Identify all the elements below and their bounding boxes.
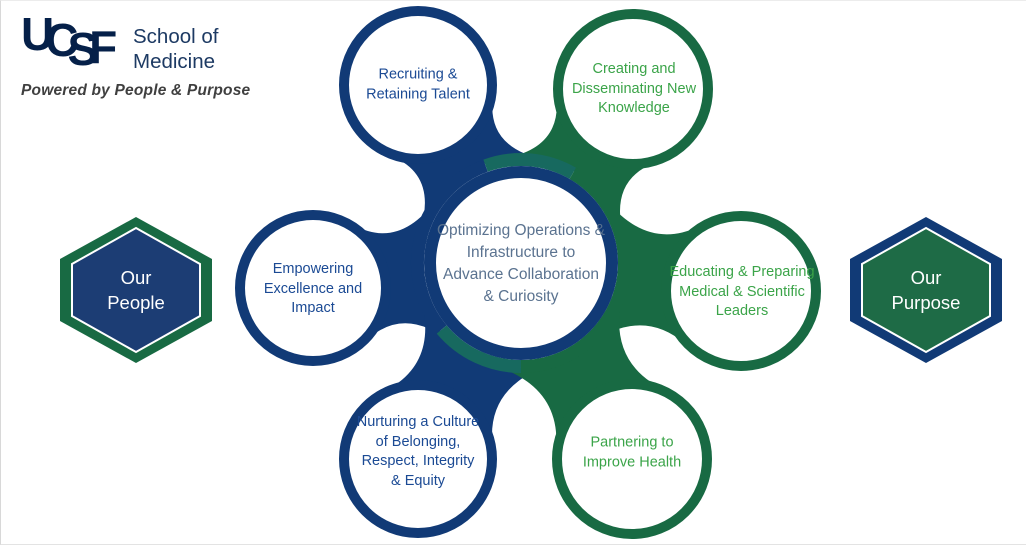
hexagon-label-our-purpose: Our Purpose <box>891 267 961 313</box>
circle-label-nurturing: Nurturing a Culture of Belonging, Respec… <box>356 414 480 489</box>
circle-creating <box>553 9 713 169</box>
circle-label-partnering: Partnering to Improve Health <box>582 434 682 471</box>
ucsf-logo: UCSF School of Medicine Powered by Peopl… <box>21 11 341 111</box>
hexagon-label-our-people: Our People <box>107 267 165 313</box>
circle-label-educating: Educating & Preparing Medical & Scientif… <box>669 263 815 319</box>
center-band-left <box>411 159 488 334</box>
circle-recruiting <box>339 6 497 164</box>
circle-label-recruiting: Recruiting & Retaining Talent <box>366 66 470 103</box>
petal-creating <box>500 98 656 239</box>
center-band-bottom <box>436 325 522 373</box>
hexagon-left-inner <box>71 226 201 354</box>
school-of-medicine-label: School of Medicine <box>133 25 219 73</box>
tagline: Powered by People & Purpose <box>21 82 251 99</box>
ucsf-wordmark: UCSF <box>21 8 341 72</box>
circle-label-empowering: Empowering Excellence and Impact <box>263 260 363 316</box>
center-circle-label: Optimizing Operations & Infrastructure t… <box>437 222 605 305</box>
circle-educating <box>661 211 821 371</box>
center-band-top <box>483 153 577 180</box>
circle-label-creating: Creating and Disseminating New Knowledge <box>571 60 697 116</box>
center-circle <box>424 166 618 360</box>
logo-letter: F <box>89 21 118 73</box>
logo-letter: U <box>21 8 55 60</box>
hexagon-right-inner <box>861 226 991 354</box>
circle-nurturing <box>339 380 497 538</box>
circle-partnering <box>552 379 712 539</box>
logo-letter: C <box>45 14 79 66</box>
circle-empowering <box>235 210 391 366</box>
center-band-right <box>520 167 631 373</box>
logo-letter: S <box>67 23 99 75</box>
